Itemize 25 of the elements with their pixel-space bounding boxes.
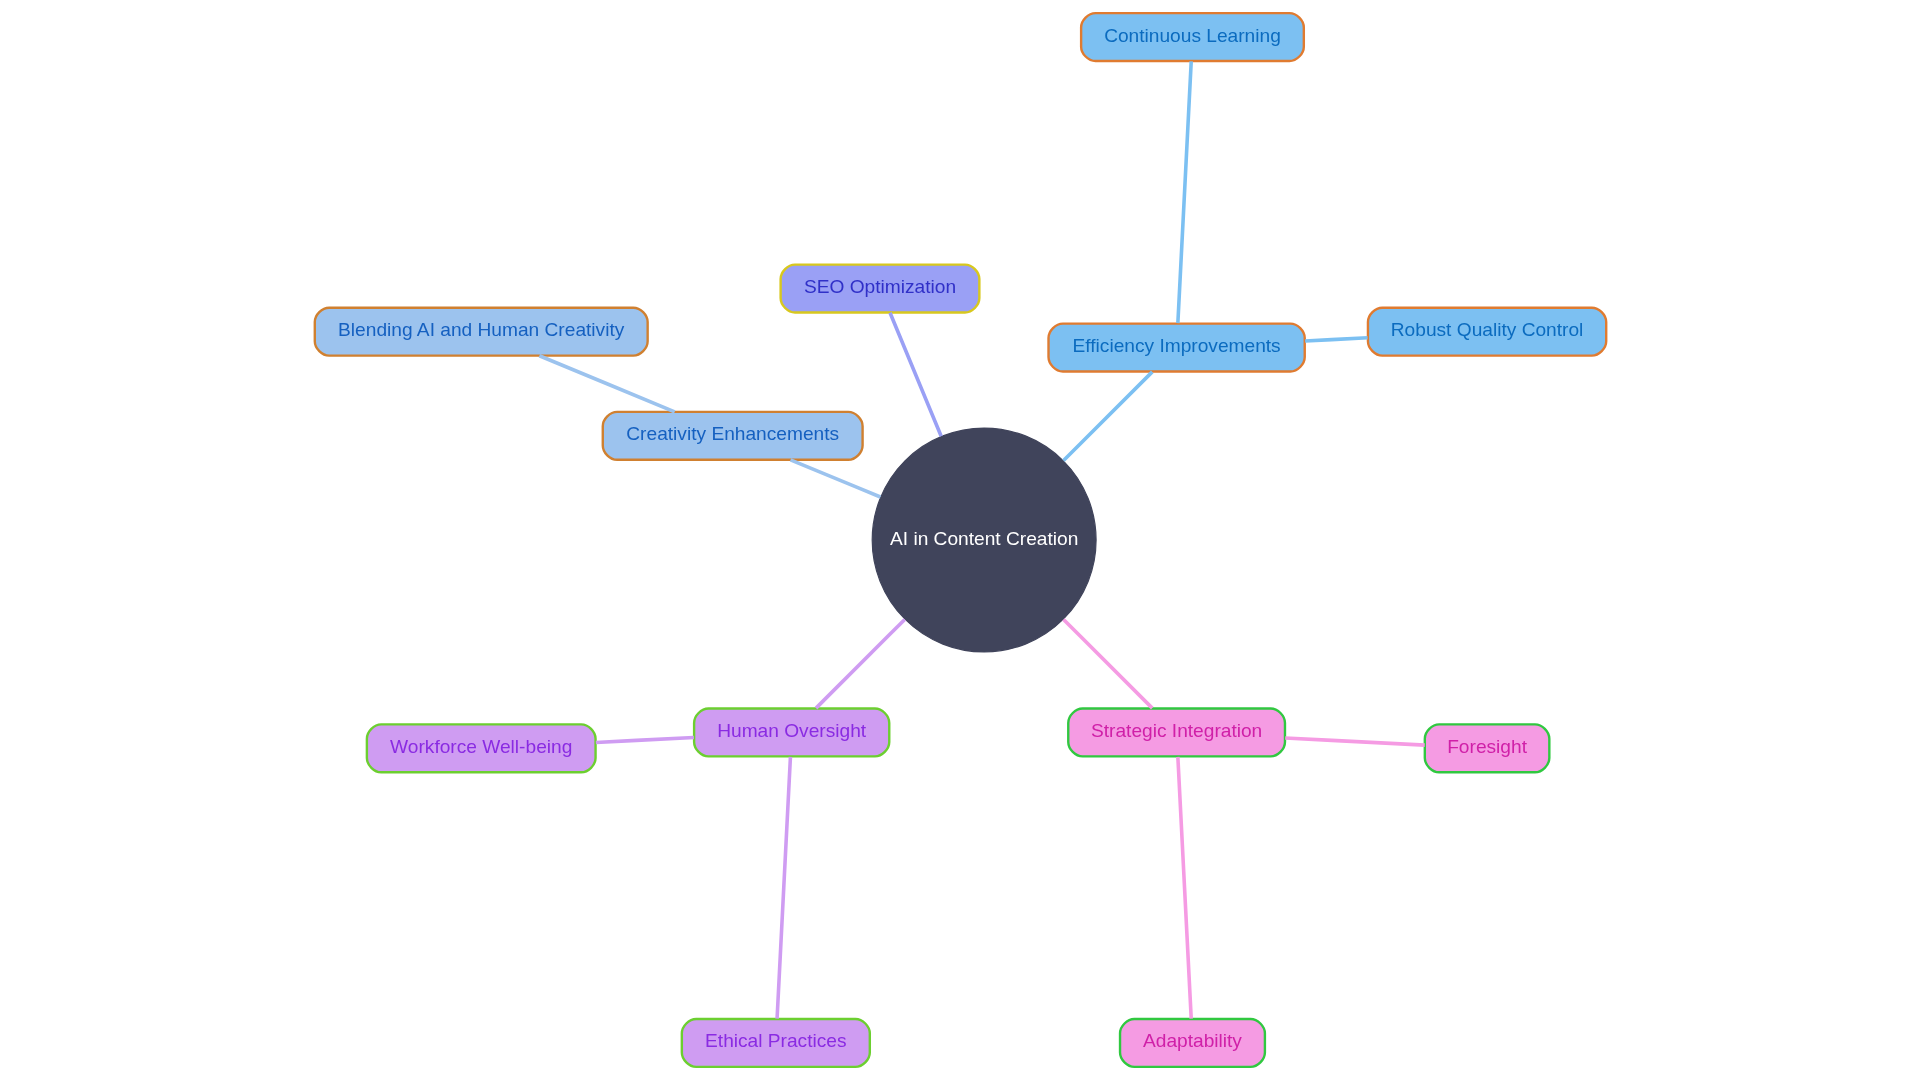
- node-box: Workforce Well-being: [365, 723, 597, 774]
- node-box: Strategic Integration: [1066, 707, 1286, 758]
- connector: [595, 735, 694, 745]
- node-box: Robust Quality Control: [1366, 306, 1607, 357]
- node-box: Continuous Learning: [1079, 11, 1305, 63]
- node-box: Ethical Practices: [680, 1017, 871, 1069]
- node-box: Foresight: [1423, 723, 1551, 774]
- connector: [887, 312, 943, 437]
- node-box: Blending AI and Human Creativity: [313, 306, 649, 357]
- connector: [1061, 370, 1154, 462]
- node-box: Creativity Enhancements: [601, 410, 864, 461]
- connector: [538, 354, 675, 414]
- connector: [1175, 756, 1193, 1019]
- node-box: Efficiency Improvements: [1046, 322, 1306, 373]
- connector: [1304, 336, 1368, 343]
- node-box: SEO Optimization: [778, 263, 981, 314]
- connector: [789, 458, 881, 499]
- connector: [1175, 61, 1193, 324]
- connector: [1284, 736, 1425, 747]
- connector: [1061, 618, 1154, 710]
- node-box: Adaptability: [1118, 1017, 1266, 1069]
- connector: [774, 756, 792, 1019]
- node-circle: AI in Content Creation: [871, 427, 1097, 653]
- connector: [814, 618, 906, 710]
- node-box: Human Oversight: [692, 707, 890, 758]
